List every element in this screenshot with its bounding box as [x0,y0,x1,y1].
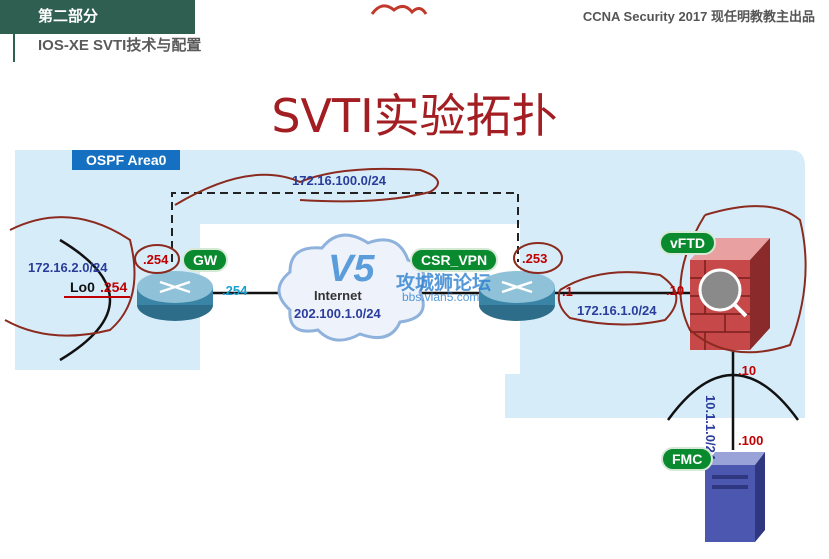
tunnel-left-ip-label: .254 [143,252,169,267]
brand-text: CCNA Security 2017 现任明教教主出品 [582,9,815,24]
svti-tunnel [171,192,519,262]
watermark-url: bbs.vlan5.com [402,290,480,304]
ospf-area-shape [15,150,805,418]
vftd-label: vFTD [659,231,716,255]
fmc-ip-label: .100 [738,433,764,448]
lan-left-network-label: 172.16.2.0/24 [28,260,108,275]
csr-inside-ip-label: .1 [562,284,573,299]
mgmt-network-label: 10.1.1.0/24 [703,395,718,461]
section-subtitle: IOS-XE SVTI技术与配置 [38,37,202,54]
tunnel-right-ip-label: .253 [522,251,548,266]
handwritten-annotations [4,167,807,354]
mgmt-arc [666,373,800,421]
area-label: OSPF Area0 [72,150,181,170]
fmc-label: FMC [661,447,714,471]
gw-router-icon [137,271,213,321]
lan-left-arc [59,238,112,362]
loopback-ip-label: .254 [100,279,128,295]
tunnel-network-label: 172.16.100.0/24 [292,173,386,188]
section-divider [13,34,15,62]
ftd-inside-ip-label: .10 [666,283,685,298]
csr-vpn-label: CSR_VPN [410,248,499,272]
watermark-name: 攻城狮论坛 [396,273,492,294]
gw-router-label: GW [182,248,229,272]
logo-seal [368,0,430,18]
gw-outside-ip-label: .254 [222,283,248,298]
internet-cloud [277,233,426,342]
watermark-logo: V5 [328,248,375,290]
csr-router-icon [479,271,555,321]
fmc-server-icon [705,452,765,542]
inside-network-label: 172.16.1.0/24 [577,303,657,318]
internet-network-label: 202.100.1.0/24 [294,306,381,321]
internet-label: Internet [314,288,362,303]
loopback-label: Lo0 [70,279,95,295]
ftd-mgmt-ip-label: .10 [738,363,757,378]
section-tag: 第二部分 [0,0,195,34]
page-title: SVTI实验拓扑 [271,89,558,143]
